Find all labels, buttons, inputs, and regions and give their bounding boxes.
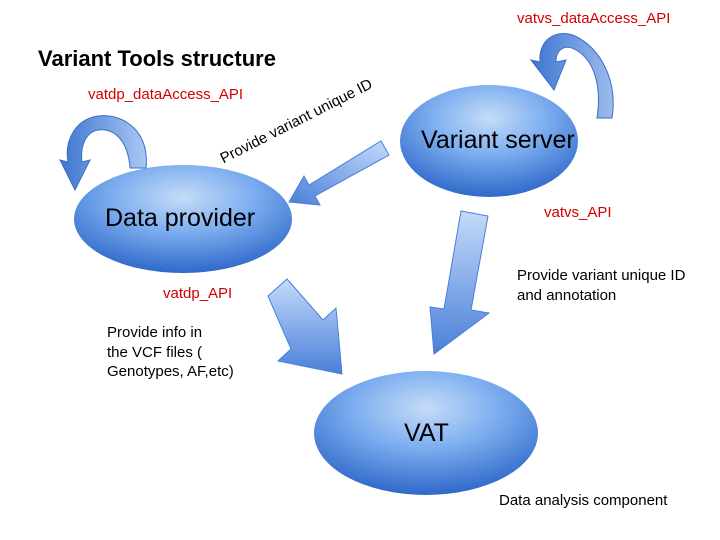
data-provider-label: Data provider [105, 204, 256, 232]
edge-label-data-provider-to-vat: Provide info in the VCF files ( Genotype… [107, 324, 234, 380]
api-label-vatdp-data-access: vatdp_dataAccess_API [88, 86, 244, 103]
diagram-title: Variant Tools structure [38, 46, 276, 71]
edge-label-variant-server-to-vat: Provide variant unique ID and annotation [517, 267, 686, 304]
node-data-provider [74, 165, 292, 273]
variant-server-label: Variant server [421, 126, 575, 154]
node-vat [314, 371, 538, 495]
api-label-vatvs: vatvs_API [544, 204, 612, 221]
api-label-vatdp: vatdp_API [163, 285, 233, 302]
variant-server-self-loop-arrow [529, 33, 614, 119]
arrow-variant-server-to-vat [429, 210, 491, 355]
data-provider-self-loop-arrow [59, 115, 147, 192]
arrow-variant-server-to-data-provider [288, 140, 390, 206]
vat-label: VAT [404, 419, 449, 447]
arrow-data-provider-to-vat [267, 278, 343, 375]
vat-caption: Data analysis component [499, 492, 668, 509]
api-label-vatvs-data-access: vatvs_dataAccess_API [517, 10, 671, 27]
node-variant-server [400, 85, 578, 197]
